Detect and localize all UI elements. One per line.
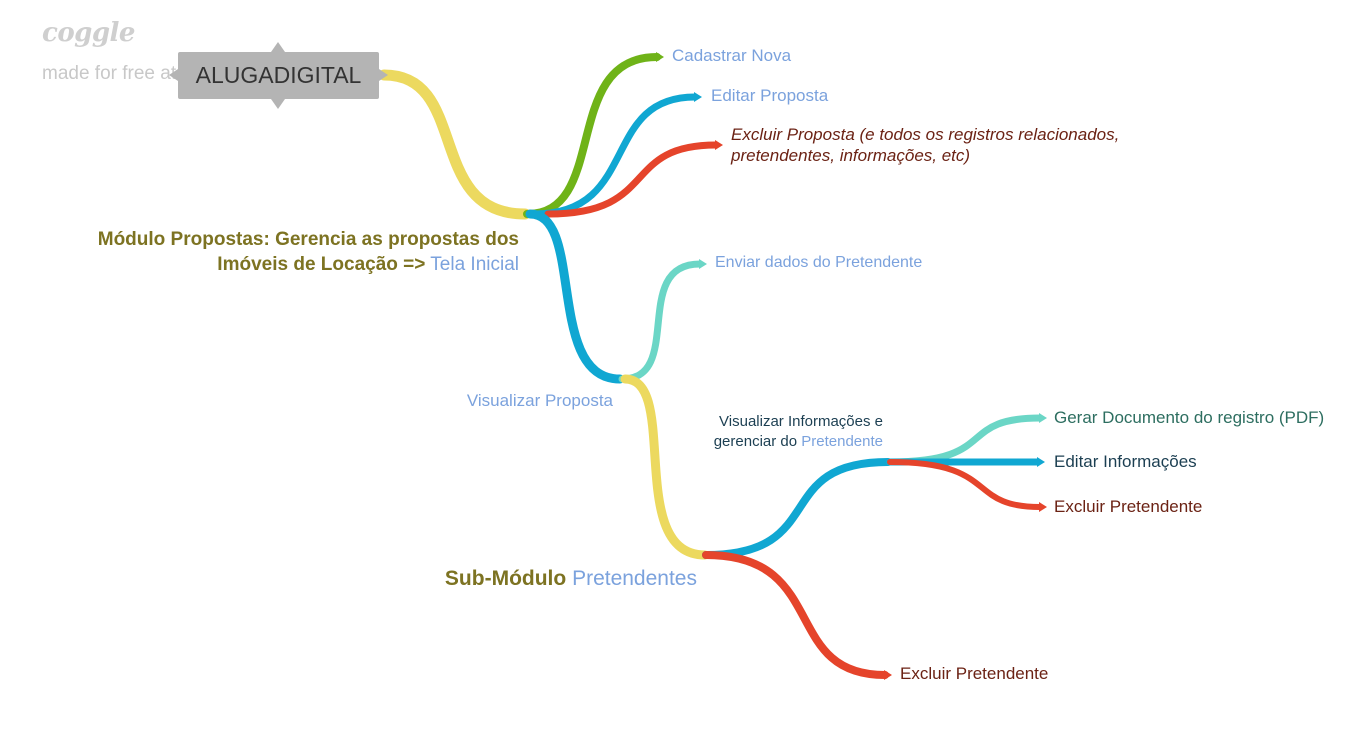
node-modulo-propostas[interactable]: Módulo Propostas: Gerencia as propostas … [98,227,519,277]
arrow-excluir-pretendente-1 [1039,502,1047,512]
arrow-enviar-dados [699,259,707,269]
branch-visualizar-proposta [525,209,625,384]
node-visualizar-proposta[interactable]: Visualizar Proposta [466,391,613,410]
node-enviar-dados[interactable]: Enviar dados do Pretendente [715,254,923,271]
node-modulo-line2: Imóveis de Locação => [217,254,426,275]
branch-enviar-dados [618,260,704,383]
node-submodulo-pretendentes[interactable]: Sub-Módulo Pretendentes [445,567,697,591]
node-gerar-documento[interactable]: Gerar Documento do registro (PDF) [1054,408,1325,427]
node-editar-proposta[interactable]: Editar Proposta [711,86,829,105]
node-excluir-pretendente-2[interactable]: Excluir Pretendente [900,664,1049,683]
node-visualizar-info-line2: gerenciar do [713,433,798,450]
branch-editar-proposta [531,93,699,218]
root-add-right-handle[interactable] [379,69,388,81]
root-add-down-handle[interactable] [271,99,285,109]
node-cadastrar-nova[interactable]: Cadastrar Nova [672,46,792,65]
node-visualizar-informacoes[interactable]: Visualizar Informações e gerenciar do Pr… [714,412,883,452]
branch-cadastrar [523,53,661,218]
node-visualizar-info-line1: Visualizar Informações e [719,413,883,430]
branch-submodulo [620,374,710,560]
arrow-gerar-documento [1039,413,1047,423]
arrow-cadastrar [656,52,664,62]
branch-visualizar-info [702,458,892,559]
node-excluir-proposta-line2: pretendentes, informações, etc) [731,146,971,165]
node-editar-informacoes[interactable]: Editar Informações [1054,452,1197,471]
node-submodulo-label: Sub-Módulo [444,567,567,590]
node-excluir-proposta[interactable]: Excluir Proposta (e todos os registros r… [731,124,1119,166]
node-modulo-line1: Módulo Propostas: Gerencia as propostas … [97,229,519,250]
branch-excluir-pretendente-2 [702,551,889,679]
arrow-excluir-proposta [715,140,723,150]
link-tela-inicial[interactable]: Tela Inicial [430,254,519,275]
arrow-editar-proposta [694,92,702,102]
link-pretendentes[interactable]: Pretendentes [572,567,697,590]
root-node[interactable]: ALUGADIGITAL [178,52,379,99]
branch-excluir-pretendente-1 [887,459,1043,510]
root-add-up-handle[interactable] [271,42,285,52]
arrow-editar-info [1037,457,1045,467]
branch-excluir-proposta [544,141,720,218]
arrow-excluir-pretendente-2 [884,670,892,680]
link-pretendente[interactable]: Pretendente [801,433,883,450]
branch-gerar-documento [886,414,1044,466]
root-node-label: ALUGADIGITAL [195,62,362,88]
branch-root-module [378,69,531,220]
node-excluir-proposta-line1: Excluir Proposta (e todos os registros r… [731,125,1120,144]
coggle-logo: coggle [42,18,135,48]
node-excluir-pretendente-1[interactable]: Excluir Pretendente [1054,497,1203,516]
root-add-left-handle[interactable] [169,69,178,81]
